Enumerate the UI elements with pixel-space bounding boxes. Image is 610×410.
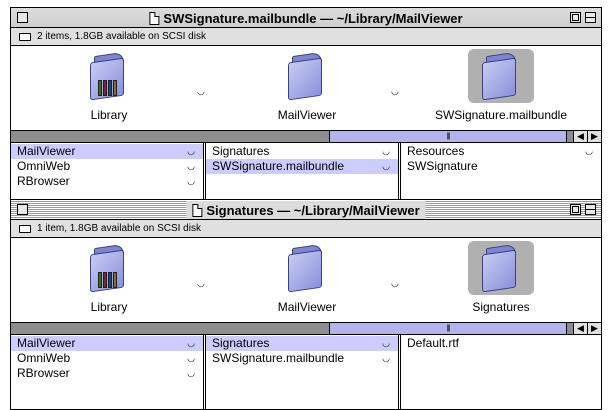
scroll-right-arrow-icon[interactable]: ▶ bbox=[587, 323, 601, 334]
disclosure-arrow-icon: ◡ bbox=[187, 368, 195, 378]
window-title: Signatures — ~/Library/MailViewer bbox=[186, 201, 426, 219]
list-item[interactable]: SWSignature.mailbundle◡ bbox=[212, 351, 390, 365]
disclosure-arrow-icon: ◡ bbox=[382, 161, 390, 171]
path-separator-icon: ◡ bbox=[391, 86, 399, 96]
list-item[interactable]: MailViewer◡ bbox=[11, 336, 203, 351]
browser-window-signatures: Signatures — ~/Library/MailViewer 1 item… bbox=[10, 199, 602, 410]
disclosure-arrow-icon: ◡ bbox=[382, 353, 390, 363]
path-item-current[interactable]: Signatures bbox=[431, 241, 571, 314]
column-1[interactable]: MailViewer◡ OmniWeb◡ RBrowser◡ bbox=[11, 143, 206, 204]
path-item-mailviewer[interactable]: MailViewer bbox=[237, 241, 377, 314]
path-item-label: Signatures bbox=[472, 300, 530, 314]
disclosure-arrow-icon: ◡ bbox=[382, 338, 390, 348]
document-icon bbox=[149, 11, 160, 25]
list-item[interactable]: RBrowser◡ bbox=[17, 174, 195, 188]
list-item[interactable]: Signatures◡ bbox=[206, 336, 398, 351]
horizontal-scrollbar[interactable]: ||| ◀ ▶ bbox=[11, 130, 601, 143]
grip-icon: ||| bbox=[446, 325, 451, 332]
browser-columns: MailViewer◡ OmniWeb◡ RBrowser◡ Signature… bbox=[11, 143, 601, 204]
window-title-text: SWSignature.mailbundle — ~/Library/MailV… bbox=[163, 10, 463, 26]
path-item-label: MailViewer bbox=[277, 300, 337, 314]
document-icon bbox=[192, 203, 203, 217]
collapse-box-icon[interactable] bbox=[585, 204, 596, 215]
window-title: SWSignature.mailbundle — ~/Library/MailV… bbox=[143, 9, 468, 27]
path-item-label: SWSignature.mailbundle bbox=[434, 108, 568, 122]
folder-icon bbox=[288, 51, 326, 101]
list-item[interactable]: Resources◡ bbox=[407, 144, 593, 158]
disclosure-arrow-icon: ◡ bbox=[187, 338, 195, 348]
zoom-box-icon[interactable] bbox=[570, 204, 581, 215]
list-item[interactable]: SWSignature bbox=[407, 159, 478, 173]
list-item[interactable]: SWSignature.mailbundle◡ bbox=[206, 159, 398, 174]
browser-columns: MailViewer◡ OmniWeb◡ RBrowser◡ Signature… bbox=[11, 335, 601, 409]
browser-window-signature-bundle: SWSignature.mailbundle — ~/Library/MailV… bbox=[10, 7, 602, 205]
zoom-box-icon[interactable] bbox=[570, 12, 581, 23]
column-3[interactable]: Default.rtf bbox=[401, 335, 601, 409]
disclosure-arrow-icon: ◡ bbox=[187, 161, 195, 171]
path-item-library[interactable]: Library bbox=[39, 49, 179, 122]
folder-icon bbox=[482, 243, 520, 293]
disclosure-arrow-icon: ◡ bbox=[187, 353, 195, 363]
disk-icon bbox=[19, 32, 31, 41]
scroll-left-arrow-icon[interactable]: ◀ bbox=[573, 131, 587, 142]
list-item[interactable]: RBrowser◡ bbox=[17, 366, 195, 380]
list-item[interactable]: OmniWeb◡ bbox=[17, 351, 195, 365]
folder-icon bbox=[482, 51, 520, 101]
disk-icon bbox=[19, 224, 31, 233]
horizontal-scrollbar[interactable]: ||| ◀ ▶ bbox=[11, 322, 601, 335]
column-3[interactable]: Resources◡ SWSignature bbox=[401, 143, 601, 204]
info-bar: 2 items, 1.8GB available on SCSI disk bbox=[11, 28, 601, 46]
library-folder-icon bbox=[90, 51, 128, 101]
scroll-thumb[interactable]: ||| bbox=[329, 323, 567, 334]
info-bar: 1 item, 1.8GB available on SCSI disk bbox=[11, 220, 601, 238]
close-box-icon[interactable] bbox=[17, 204, 28, 215]
title-bar[interactable]: Signatures — ~/Library/MailViewer bbox=[11, 200, 601, 220]
disclosure-arrow-icon: ◡ bbox=[187, 176, 195, 186]
list-item[interactable]: OmniWeb◡ bbox=[17, 159, 195, 173]
title-bar[interactable]: SWSignature.mailbundle — ~/Library/MailV… bbox=[11, 8, 601, 28]
path-separator-icon: ◡ bbox=[391, 278, 399, 288]
column-2[interactable]: Signatures◡ SWSignature.mailbundle◡ bbox=[206, 143, 401, 204]
disclosure-arrow-icon: ◡ bbox=[585, 146, 593, 156]
scroll-right-arrow-icon[interactable]: ▶ bbox=[587, 131, 601, 142]
list-item[interactable]: MailViewer◡ bbox=[11, 144, 203, 159]
column-1[interactable]: MailViewer◡ OmniWeb◡ RBrowser◡ bbox=[11, 335, 206, 409]
disclosure-arrow-icon: ◡ bbox=[382, 146, 390, 156]
disk-info: 2 items, 1.8GB available on SCSI disk bbox=[37, 31, 206, 42]
folder-icon bbox=[288, 243, 326, 293]
path-item-current[interactable]: SWSignature.mailbundle bbox=[431, 49, 571, 122]
list-item[interactable]: Signatures◡ bbox=[212, 144, 390, 158]
close-box-icon[interactable] bbox=[17, 12, 28, 23]
path-item-mailviewer[interactable]: MailViewer bbox=[237, 49, 377, 122]
collapse-box-icon[interactable] bbox=[585, 12, 596, 23]
path-separator-icon: ◡ bbox=[197, 86, 205, 96]
library-folder-icon bbox=[90, 243, 128, 293]
path-item-library[interactable]: Library bbox=[39, 241, 179, 314]
window-title-text: Signatures — ~/Library/MailViewer bbox=[206, 202, 420, 218]
list-item[interactable]: Default.rtf bbox=[407, 336, 460, 350]
scroll-thumb[interactable]: ||| bbox=[329, 131, 567, 142]
grip-icon: ||| bbox=[446, 133, 451, 140]
disclosure-arrow-icon: ◡ bbox=[187, 146, 195, 156]
path-item-label: Library bbox=[90, 300, 128, 314]
path-item-label: Library bbox=[90, 108, 128, 122]
scroll-left-arrow-icon[interactable]: ◀ bbox=[573, 323, 587, 334]
column-2[interactable]: Signatures◡ SWSignature.mailbundle◡ bbox=[206, 335, 401, 409]
disk-info: 1 item, 1.8GB available on SCSI disk bbox=[37, 223, 201, 234]
path-icon-row: Library ◡ MailViewer ◡ SWSignature.mailb… bbox=[11, 46, 601, 130]
path-item-label: MailViewer bbox=[277, 108, 337, 122]
path-icon-row: Library ◡ MailViewer ◡ Signatures bbox=[11, 238, 601, 322]
path-separator-icon: ◡ bbox=[197, 278, 205, 288]
